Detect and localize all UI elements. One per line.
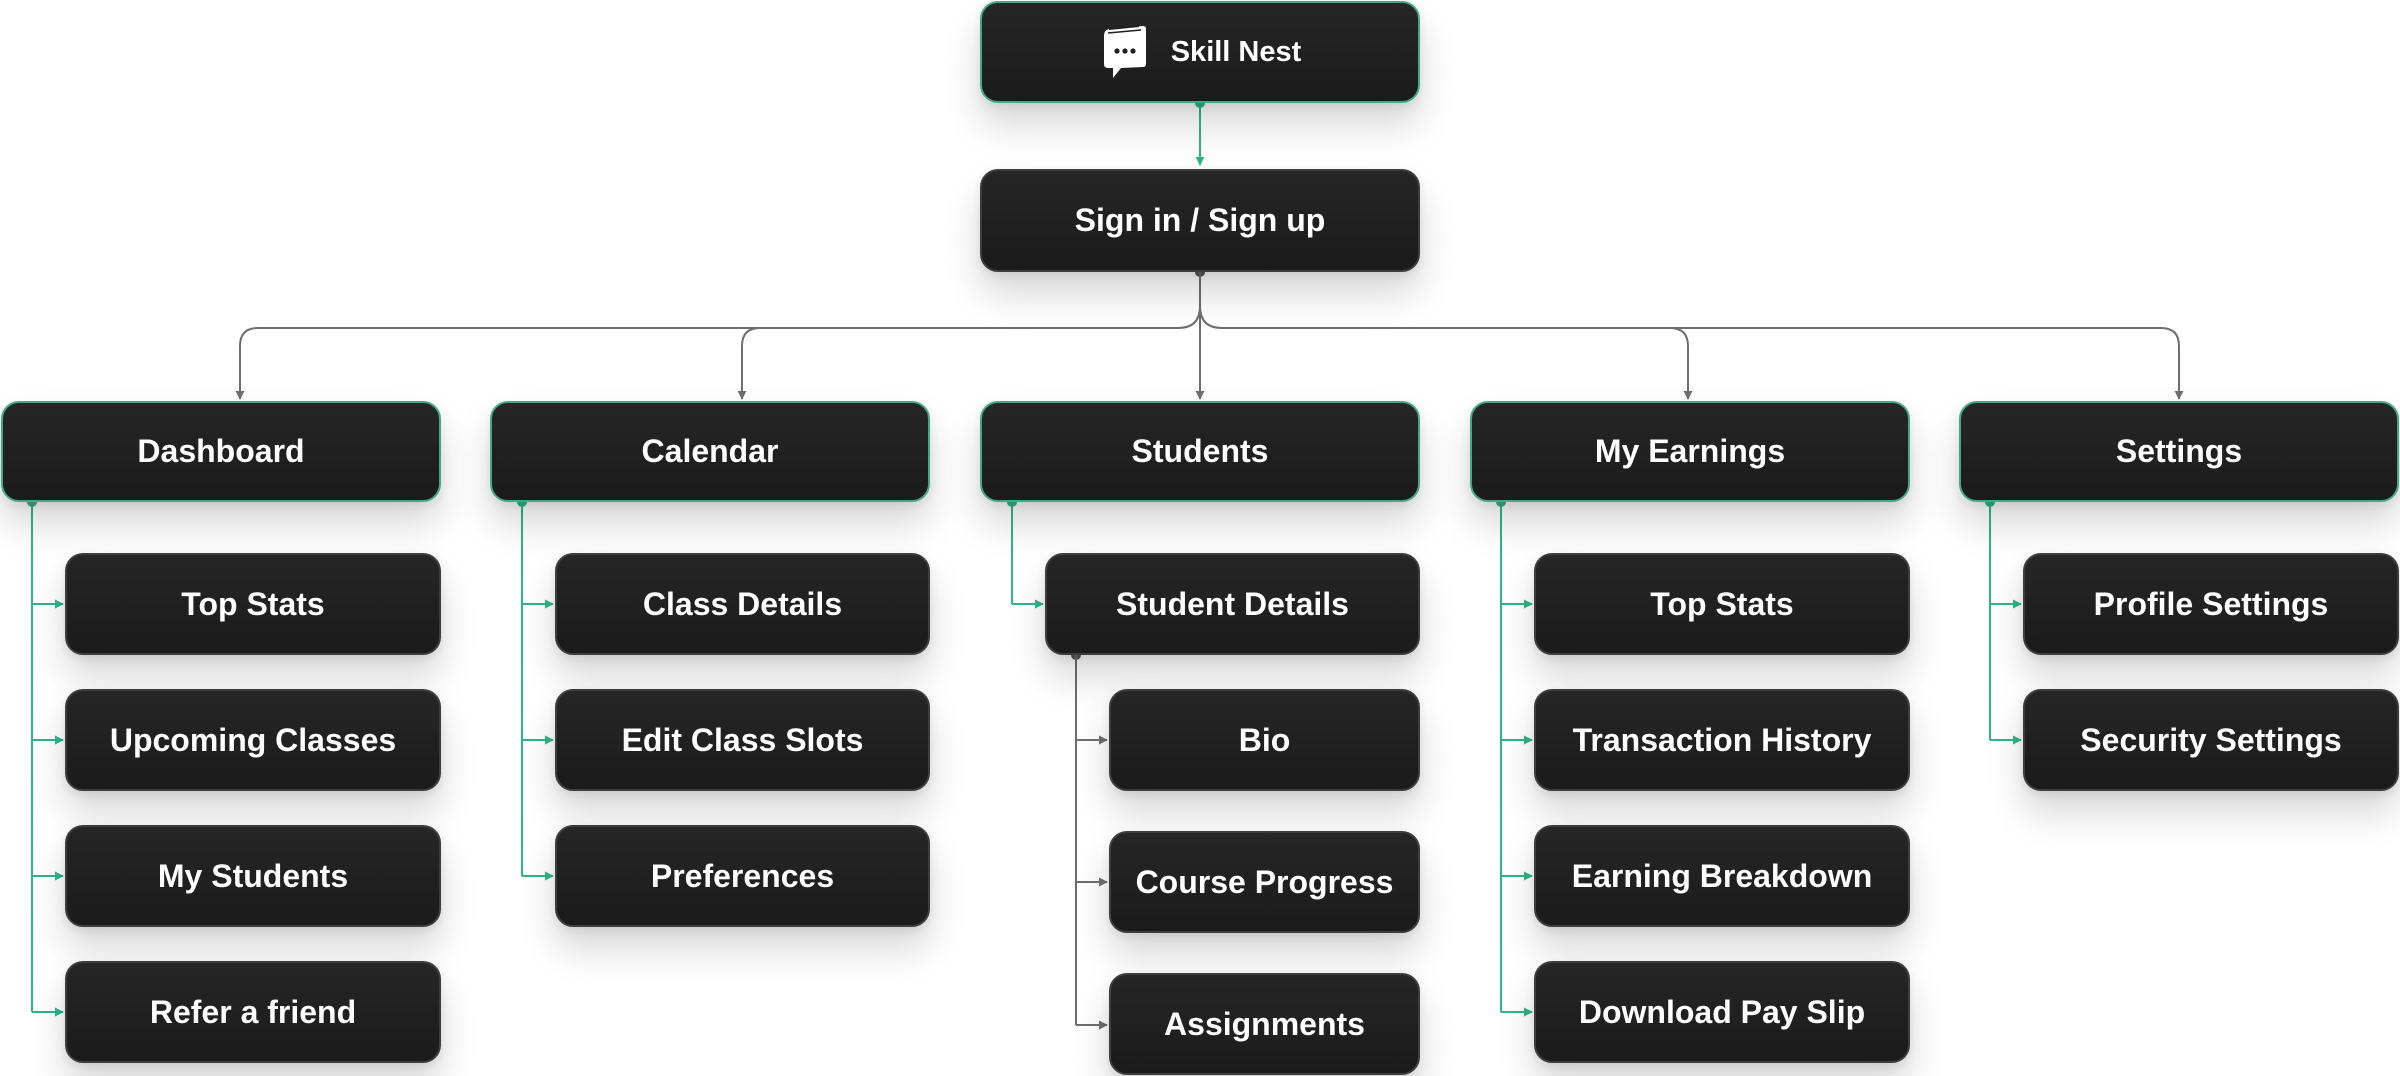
student-details-item-bio[interactable]: Bio — [1109, 689, 1420, 791]
dashboard-item-refer-a-friend[interactable]: Refer a friend — [65, 961, 441, 1063]
root-node-skill-nest[interactable]: Skill Nest — [980, 1, 1420, 103]
earnings-item-transaction-history[interactable]: Transaction History — [1534, 689, 1910, 791]
section-dashboard[interactable]: Dashboard — [1, 401, 441, 502]
earnings-item-top-stats[interactable]: Top Stats — [1534, 553, 1910, 655]
calendar-item-edit-class-slots[interactable]: Edit Class Slots — [555, 689, 930, 791]
connector-auth-bus — [239, 272, 2180, 398]
student-details-item-assignments[interactable]: Assignments — [1109, 973, 1420, 1075]
settings-item-security-settings[interactable]: Security Settings — [2023, 689, 2399, 791]
book-chat-icon — [1099, 24, 1149, 80]
calendar-item-class-details[interactable]: Class Details — [555, 553, 930, 655]
dashboard-item-top-stats[interactable]: Top Stats — [65, 553, 441, 655]
earnings-item-download-pay-slip[interactable]: Download Pay Slip — [1534, 961, 1910, 1063]
section-settings[interactable]: Settings — [1959, 401, 2399, 502]
section-calendar[interactable]: Calendar — [490, 401, 930, 502]
dashboard-item-upcoming-classes[interactable]: Upcoming Classes — [65, 689, 441, 791]
calendar-item-preferences[interactable]: Preferences — [555, 825, 930, 927]
students-item-student-details[interactable]: Student Details — [1045, 553, 1420, 655]
dashboard-item-my-students[interactable]: My Students — [65, 825, 441, 927]
settings-item-profile-settings[interactable]: Profile Settings — [2023, 553, 2399, 655]
earnings-item-earning-breakdown[interactable]: Earning Breakdown — [1534, 825, 1910, 927]
student-details-item-course-progress[interactable]: Course Progress — [1109, 831, 1420, 933]
root-label: Skill Nest — [1170, 35, 1302, 68]
section-students[interactable]: Students — [980, 401, 1420, 502]
auth-node[interactable]: Sign in / Sign up — [980, 169, 1420, 272]
section-my-earnings[interactable]: My Earnings — [1470, 401, 1910, 502]
